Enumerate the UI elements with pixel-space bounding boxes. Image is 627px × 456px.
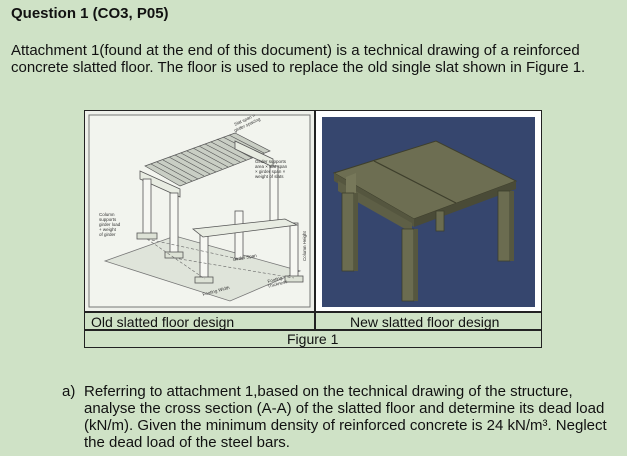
new-design-caption: New slatted floor design bbox=[350, 314, 500, 330]
new-design-caption-cell: New slatted floor design bbox=[315, 312, 542, 330]
part-a-letter: a) bbox=[62, 383, 76, 400]
svg-text:Footing: Footing bbox=[267, 275, 283, 284]
svg-text:area × slat span: area × slat span bbox=[255, 164, 288, 169]
svg-text:weight of slats: weight of slats bbox=[255, 174, 284, 179]
old-slatted-floor-drawing: Slat span = girder spacing Girder suppor… bbox=[88, 113, 311, 308]
svg-text:girder load: girder load bbox=[99, 222, 121, 227]
svg-text:Column Height: Column Height bbox=[302, 230, 307, 261]
question-intro: Attachment 1(found at the end of this do… bbox=[11, 42, 586, 76]
svg-text:supports: supports bbox=[99, 217, 117, 222]
old-design-caption-cell: Old slatted floor design bbox=[84, 312, 315, 330]
figure-label: Figure 1 bbox=[287, 331, 339, 347]
svg-text:of girder: of girder bbox=[99, 232, 116, 237]
svg-text:Girder supports: Girder supports bbox=[255, 159, 287, 164]
question-heading: Question 1 (CO3, P05) bbox=[11, 5, 169, 22]
svg-text:+ weight: + weight bbox=[99, 227, 117, 232]
old-design-caption: Old slatted floor design bbox=[91, 314, 235, 330]
svg-text:Girder Span: Girder Span bbox=[232, 253, 257, 262]
old-design-image-cell: Slat span = girder spacing Girder suppor… bbox=[84, 110, 315, 312]
svg-text:Thickness: Thickness bbox=[267, 279, 289, 289]
new-slatted-floor-render bbox=[322, 117, 535, 307]
new-design-image-cell bbox=[315, 110, 542, 312]
figure-label-cell: Figure 1 bbox=[84, 330, 542, 348]
figure-1-table: Slat span = girder spacing Girder suppor… bbox=[84, 110, 542, 348]
svg-text:Column: Column bbox=[99, 212, 115, 217]
part-a-text: Referring to attachment 1,based on the t… bbox=[84, 383, 607, 451]
svg-text:× girder span ×: × girder span × bbox=[255, 169, 286, 174]
